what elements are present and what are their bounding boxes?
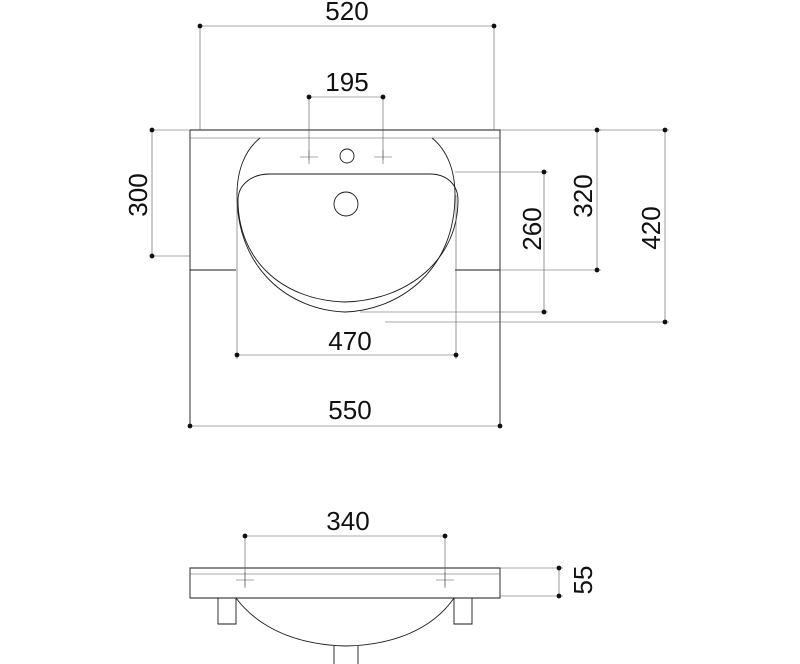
dim-195: 195 [306, 67, 386, 160]
basin-inner-bowl [237, 173, 459, 303]
dim-320-label: 320 [568, 174, 598, 217]
dim-340: 340 [242, 506, 448, 586]
dim-300: 300 [123, 127, 190, 259]
bowl-underside [235, 597, 455, 647]
dim-470: 470 [234, 195, 459, 359]
basin-outer [236, 137, 456, 313]
top-view [189, 129, 501, 425]
dim-340-label: 340 [326, 506, 369, 536]
dim-195-label: 195 [325, 67, 368, 97]
dim-55-label: 55 [568, 566, 598, 595]
left-support [217, 598, 237, 625]
dim-320: 320 [500, 127, 601, 273]
dim-55: 55 [500, 566, 598, 599]
dim-420-label: 420 [636, 206, 666, 249]
dim-470-label: 470 [328, 326, 371, 356]
drain-hole [333, 191, 359, 217]
slab-outline [189, 567, 501, 599]
dim-260-label: 260 [517, 207, 547, 250]
side-view [189, 567, 501, 664]
dim-550-label: 550 [328, 395, 371, 425]
dim-420: 420 [385, 127, 669, 325]
tap-hole [339, 148, 355, 164]
drain-outlet [333, 646, 359, 664]
dim-300-label: 300 [123, 173, 153, 216]
right-support [453, 598, 473, 625]
dim-520: 520 [197, 0, 497, 130]
dim-260: 260 [360, 169, 548, 315]
dim-520-label: 520 [325, 0, 368, 26]
dim-550: 550 [187, 395, 503, 429]
